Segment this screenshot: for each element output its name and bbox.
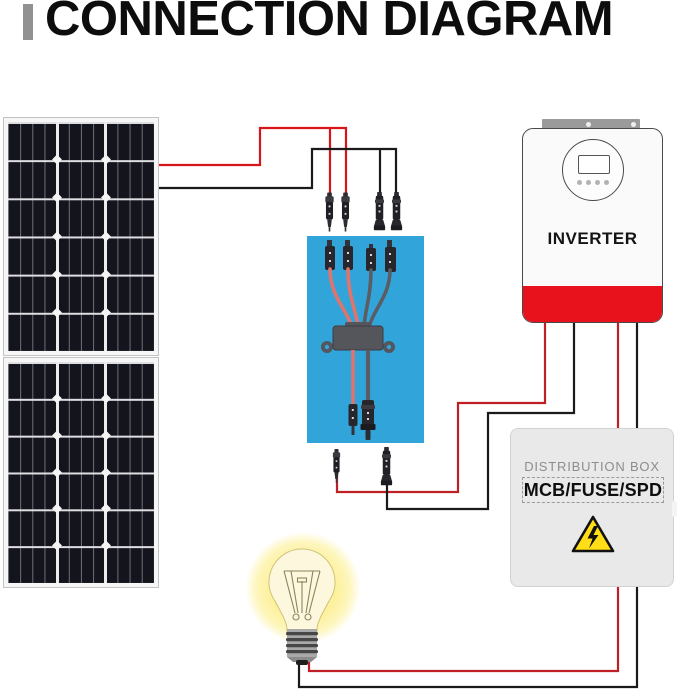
mc4-male-connector-1-icon (323, 192, 336, 232)
inverter-body: INVERTER (522, 128, 663, 323)
load-negative-wire (297, 585, 639, 689)
inverter-screen (578, 155, 610, 174)
mc4-extension-positive-icon (330, 449, 343, 483)
solar-panel-cells (8, 122, 154, 351)
inverter-pv-negative-wire (385, 318, 576, 511)
inverter-buttons (563, 180, 623, 185)
inverter-display-circle (562, 139, 624, 201)
distribution-box: DISTRIBUTION BOX MCB/FUSE/SPD (510, 428, 677, 587)
light-bulb-icon (268, 548, 336, 665)
pv-positive-wire (159, 126, 348, 194)
distribution-box-title: DISTRIBUTION BOX (524, 459, 660, 474)
solar-panel-cells (8, 362, 154, 583)
inverter-mounting-bracket (542, 119, 640, 129)
inverter-pv-positive-wire (335, 318, 547, 494)
mc4-female-connector-2-icon (389, 191, 404, 232)
inverter: INVERTER (522, 119, 663, 323)
distribution-box-subtitle: MCB/FUSE/SPD (522, 477, 664, 503)
solar-panel-2 (3, 357, 159, 588)
high-voltage-warning-icon (571, 515, 615, 553)
y-branch-harness-icon (321, 240, 396, 440)
mc4-female-connector-1-icon (372, 191, 387, 232)
distribution-box-latch (672, 501, 677, 517)
title-accent-bar (23, 4, 33, 40)
inverter-label: INVERTER (547, 229, 638, 248)
pv-negative-wire (159, 147, 398, 193)
page-title: CONNECTION DIAGRAM (45, 0, 614, 46)
inverter-red-band (523, 286, 662, 322)
solar-panel-1 (3, 117, 159, 356)
branch-connector-panel (307, 236, 424, 443)
mc4-extension-negative-icon (379, 446, 394, 487)
mc4-male-connector-2-icon (339, 192, 352, 232)
